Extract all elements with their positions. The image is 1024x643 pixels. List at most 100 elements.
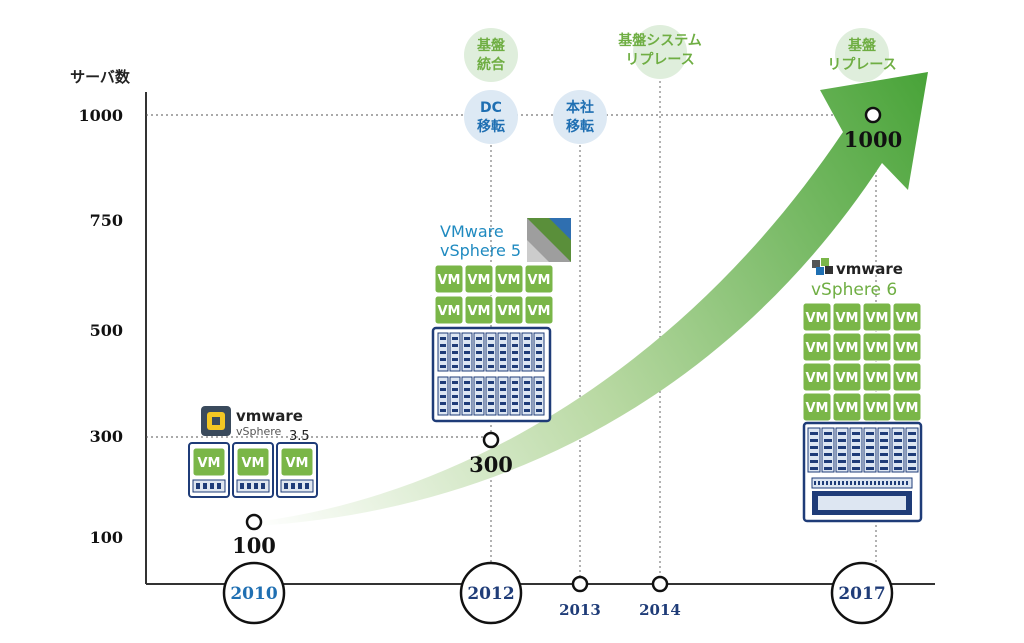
marker-2013 (571, 575, 589, 593)
vm-label: VM (866, 341, 889, 356)
vsphere6-brand: vmware (836, 260, 903, 278)
year-label-2010: 2010 (230, 584, 277, 604)
year-circle-2010 (222, 561, 286, 625)
event-system-replace-line1: 基盤システム (618, 32, 702, 49)
vm-tile: VM (832, 302, 862, 332)
vm-tile: VM (862, 362, 892, 392)
vm-label: VM (866, 401, 889, 416)
vm-label: VM (528, 273, 551, 288)
event-kiban-replace-line2: リプレース (827, 57, 896, 73)
event-bubble-kiban-replace (835, 28, 889, 82)
vsphere6-server-rack (802, 421, 923, 523)
vm-label: VM (896, 371, 919, 386)
vm-tile: VM (892, 302, 922, 332)
vm-tile: VM (464, 264, 494, 294)
vsphere5-server-rack (431, 326, 552, 423)
vm-tile: VM (192, 447, 226, 477)
vm-tile: VM (802, 362, 832, 392)
point-label-300: 300 (469, 452, 513, 477)
event-kiban-tougou-line1: 基盤 (477, 37, 506, 54)
event-bubble-system-replace (633, 25, 687, 79)
vm-tile: VM (892, 392, 922, 422)
point-label-100: 100 (232, 533, 276, 558)
vsphere5-logo-icon (527, 218, 571, 262)
vm-tile: VM (524, 295, 554, 325)
vsphere35-brand: vmware (236, 407, 303, 425)
host-box: VM (276, 442, 318, 498)
vm-tile: VM (280, 447, 314, 477)
vm-label: VM (836, 341, 859, 356)
vm-label: VM (498, 273, 521, 288)
year-label-2017: 2017 (838, 584, 885, 604)
vm-tile: VM (892, 362, 922, 392)
point-2010 (245, 513, 263, 531)
vm-tile: VM (236, 447, 270, 477)
y-tick-750: 750 (90, 211, 123, 230)
vm-tile: VM (832, 332, 862, 362)
year-circle-2017 (830, 561, 894, 625)
vm-label: VM (498, 304, 521, 319)
vsphere35-name: vSphere (236, 425, 281, 438)
vm-tile: VM (832, 392, 862, 422)
vsphere35-version: 3.5 (289, 429, 310, 444)
vsphere35-hosts: VM VM VM (188, 442, 318, 498)
vsphere5-line2: vSphere 5 (440, 241, 521, 260)
year-label-2014: 2014 (639, 601, 681, 619)
y-tick-100: 100 (90, 528, 123, 547)
vm-label: VM (468, 304, 491, 319)
y-axis-title: サーバ数 (70, 68, 131, 86)
vm-label: VM (438, 304, 461, 319)
vm-tile: VM (494, 264, 524, 294)
vm-label: VM (896, 341, 919, 356)
host-box: VM (232, 442, 274, 498)
vm-tile: VM (494, 295, 524, 325)
marker-2014 (651, 575, 669, 593)
vm-label: VM (806, 401, 829, 416)
vm-tile: VM (862, 332, 892, 362)
vsphere35-block: vmware vSphere 3.5 VM VM VM (188, 406, 318, 498)
growth-arrow (255, 72, 928, 526)
vm-label: VM (836, 401, 859, 416)
year-label-2012: 2012 (467, 584, 514, 604)
vm-label: VM (806, 341, 829, 356)
vm-tile: VM (802, 332, 832, 362)
event-bubble-kiban-tougou (464, 28, 518, 82)
vm-tile: VM (524, 264, 554, 294)
vm-label: VM (896, 401, 919, 416)
vm-label: VM (198, 456, 221, 471)
year-label-2013: 2013 (559, 601, 601, 619)
vm-label: VM (866, 311, 889, 326)
event-honsha-iten-line2: 移転 (566, 118, 594, 135)
y-tick-500: 500 (90, 321, 123, 340)
event-kiban-tougou-line2: 統合 (477, 56, 506, 73)
point-2017 (864, 106, 882, 124)
vm-tile: VM (832, 362, 862, 392)
vm-label: VM (836, 311, 859, 326)
vm-tile: VM (464, 295, 494, 325)
vsphere6-logo-icon (812, 258, 833, 275)
event-bubble-dc-iten (464, 90, 518, 144)
event-dc-iten-line2: 移転 (477, 118, 505, 135)
vm-label: VM (806, 371, 829, 386)
event-kiban-replace-line1: 基盤 (848, 37, 877, 54)
vm-label: VM (836, 371, 859, 386)
vm-tile: VM (892, 332, 922, 362)
y-tick-1000: 1000 (78, 106, 123, 125)
vm-tile: VM (434, 295, 464, 325)
vm-label: VM (438, 273, 461, 288)
event-system-replace-line2: リプレース (625, 52, 694, 68)
vm-label: VM (242, 456, 265, 471)
vm-label: VM (286, 456, 309, 471)
vm-label: VM (468, 273, 491, 288)
vm-tile: VM (802, 392, 832, 422)
point-label-1000: 1000 (844, 127, 902, 152)
vm-label: VM (806, 311, 829, 326)
point-2012 (482, 431, 500, 449)
year-circle-2012 (459, 561, 523, 625)
vm-label: VM (866, 371, 889, 386)
vm-tile: VM (434, 264, 464, 294)
